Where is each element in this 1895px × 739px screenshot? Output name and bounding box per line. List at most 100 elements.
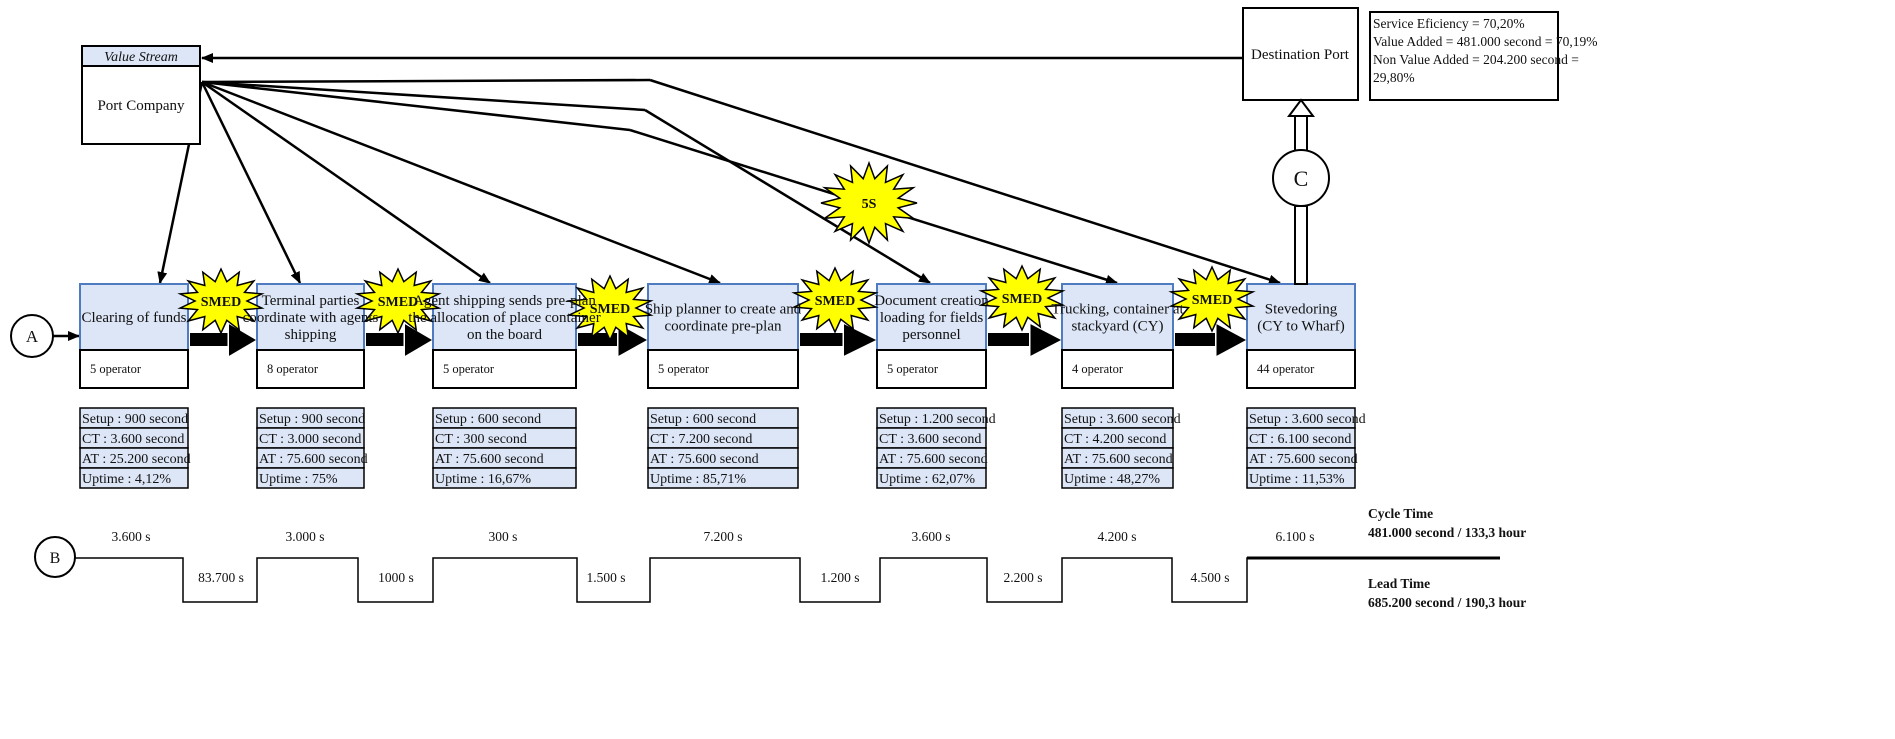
smed-burst	[177, 267, 265, 335]
smed-burst	[354, 267, 442, 335]
smed-burst	[791, 266, 879, 334]
data-cell-uptime	[432, 467, 577, 489]
process-title-cell	[876, 283, 987, 351]
value-added-time: 6.100 s	[1275, 529, 1314, 544]
process-title-cell	[79, 283, 189, 351]
data-ct: CT : 7.200 second	[650, 432, 752, 447]
data-ct: CT : 4.200 second	[1064, 432, 1166, 447]
process-operators: 44 operator	[1257, 362, 1315, 376]
smed-label: SMED	[201, 295, 241, 310]
push-arrow-head	[1030, 324, 1062, 356]
data-ct: CT : 3.000 second	[259, 432, 361, 447]
process-title-line: Trucking, container at	[1051, 302, 1184, 318]
destination-port-label: Destination Port	[1251, 47, 1350, 63]
process-box-4	[647, 283, 799, 389]
push-arrow-bar	[190, 333, 228, 346]
data-cell-uptime	[256, 467, 365, 489]
info-flow-arrow	[644, 108, 931, 285]
marker-c-circle	[1272, 149, 1330, 207]
port-company-label: Port Company	[97, 98, 185, 114]
process-title-line: stackyard (CY)	[1071, 319, 1163, 335]
data-uptime: Uptime : 48,27%	[1064, 472, 1160, 487]
non-value-added-time: 2.200 s	[1003, 570, 1042, 585]
process-title-cell	[432, 283, 577, 351]
data-uptime: Uptime : 16,67%	[435, 472, 531, 487]
non-value-added-time: 1.500 s	[586, 570, 625, 585]
data-ct: CT : 3.600 second	[82, 432, 184, 447]
info-flow-line	[201, 80, 646, 112]
efficiency-line: Service Eficiency = 70,20%	[1373, 16, 1525, 31]
value-added-time: 3.600 s	[111, 529, 150, 544]
lead-time-label: Lead Time	[1368, 576, 1430, 591]
push-arrow-head	[844, 324, 877, 356]
five-s-burst	[820, 160, 918, 246]
push-arrow-head	[405, 324, 432, 356]
smed-burst	[566, 274, 654, 342]
process-title-line: on the board	[467, 327, 542, 343]
push-arrow-bar	[800, 333, 843, 346]
process-title-line: shipping	[285, 327, 337, 343]
info-flow-arrow	[201, 80, 491, 285]
process-operators: 5 operator	[90, 362, 142, 376]
marker-b-label: B	[50, 550, 61, 567]
process-operator-cell	[1061, 349, 1174, 389]
cycle-time-label: Cycle Time	[1368, 506, 1433, 521]
data-setup: Setup : 900 second	[82, 412, 188, 427]
value-added-time: 300 s	[489, 529, 518, 544]
push-arrow-head	[1216, 324, 1247, 356]
data-uptime: Uptime : 11,53%	[1249, 472, 1345, 487]
marker-a-label: A	[26, 327, 39, 346]
data-uptime: Uptime : 75%	[259, 472, 338, 487]
process-title-cell	[647, 283, 799, 351]
efficiency-line: 29,80%	[1373, 70, 1415, 85]
data-cell-uptime	[1246, 467, 1356, 489]
data-cell-uptime	[79, 467, 189, 489]
efficiency-line: Value Added = 481.000 second = 70,19%	[1373, 34, 1597, 49]
port-company-box	[81, 65, 201, 145]
process-operator-cell	[432, 349, 577, 389]
process-operators: 5 operator	[658, 362, 710, 376]
value-added-time: 3.000 s	[285, 529, 324, 544]
lead-time-value: 685.200 second / 190,3 hour	[1368, 595, 1526, 610]
value-stream-header: Value Stream	[104, 50, 178, 65]
process-title-line: the allocation of place container	[408, 310, 600, 326]
info-flow-line	[201, 80, 631, 132]
process-operators: 5 operator	[887, 362, 939, 376]
value-added-time: 7.200 s	[703, 529, 742, 544]
five-s-label: 5S	[862, 197, 877, 212]
data-at: AT : 25.200 second	[82, 452, 191, 467]
data-at: AT : 75.600 second	[1064, 452, 1173, 467]
data-at: AT : 75.600 second	[435, 452, 544, 467]
process-title-line: coordinate pre-plan	[664, 319, 782, 335]
process-operators: 5 operator	[443, 362, 495, 376]
process-operator-cell	[1246, 349, 1356, 389]
data-at: AT : 75.600 second	[650, 452, 759, 467]
smed-label: SMED	[1002, 292, 1042, 307]
non-value-added-time: 1.200 s	[820, 570, 859, 585]
smed-burst	[1168, 265, 1256, 333]
data-cell-uptime	[647, 467, 799, 489]
destination-port-box	[1242, 7, 1359, 101]
process-operators: 8 operator	[267, 362, 319, 376]
data-setup: Setup : 3.600 second	[1249, 412, 1366, 427]
process-operators: 4 operator	[1072, 362, 1124, 376]
smed-label: SMED	[815, 294, 855, 309]
hollow-shaft-lower	[1294, 205, 1308, 285]
data-uptime: Uptime : 85,71%	[650, 472, 746, 487]
info-flow-arrow	[200, 81, 302, 284]
marker-a-circle	[10, 314, 54, 358]
process-operator-cell	[256, 349, 365, 389]
process-operator-cell	[79, 349, 189, 389]
non-value-added-time: 4.500 s	[1190, 570, 1229, 585]
hollow-arrow-head	[1287, 98, 1315, 117]
cycle-time-value: 481.000 second / 133,3 hour	[1368, 525, 1526, 540]
process-title-cell	[1061, 283, 1174, 351]
process-box-5	[876, 283, 987, 389]
process-title-line: Agent shipping sends pre-plan	[413, 293, 596, 309]
timeline-step-line	[80, 557, 1500, 603]
non-value-added-time: 83.700 s	[198, 570, 244, 585]
process-title-line: coordinate with agents	[243, 310, 379, 326]
process-title-line: Stevedoring	[1265, 302, 1338, 318]
process-title-line: Terminal parties	[262, 293, 360, 309]
